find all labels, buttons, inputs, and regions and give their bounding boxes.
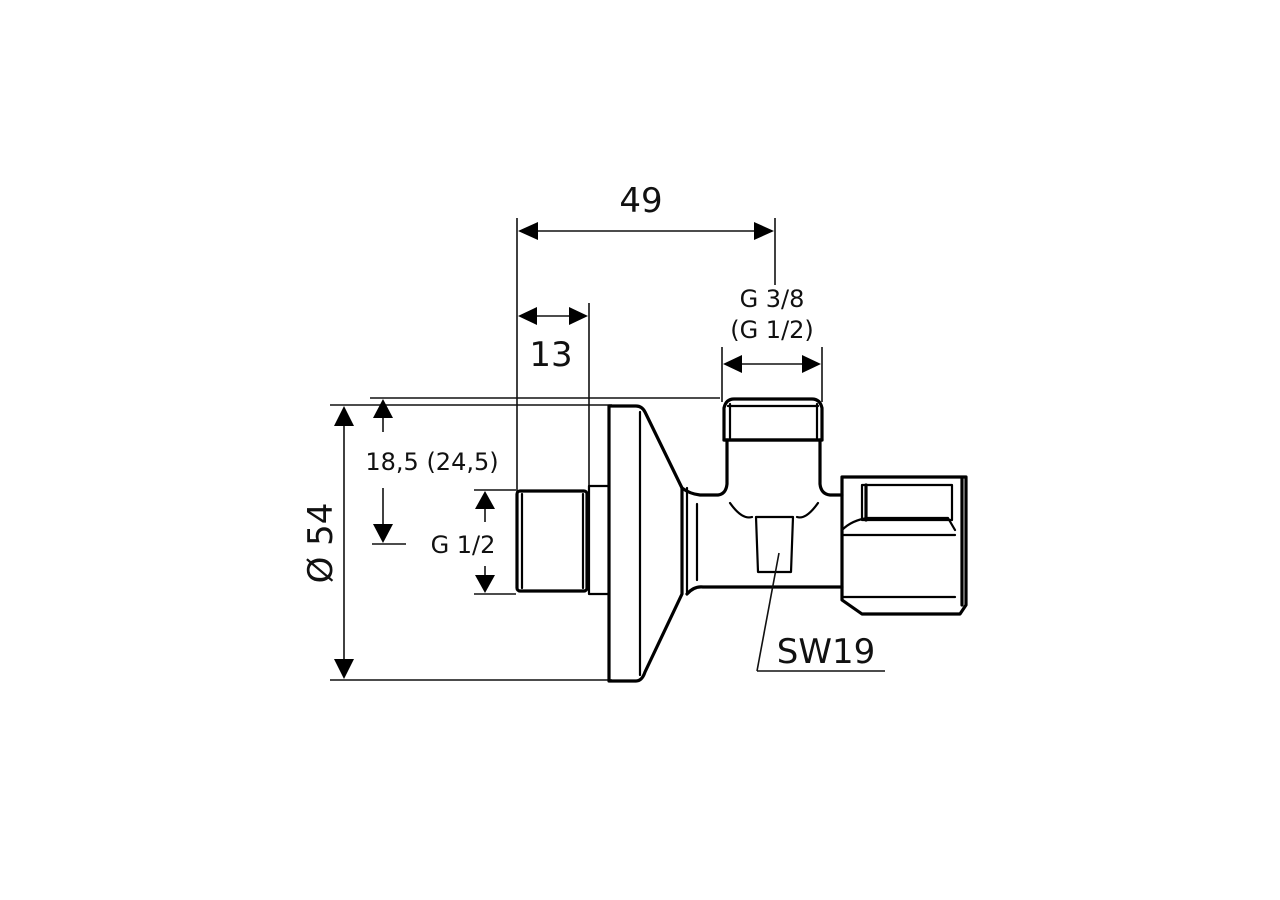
arrowhead-right-icon (802, 355, 821, 373)
arrowhead-right-icon (754, 222, 774, 240)
inlet-thread-stub (515, 484, 611, 596)
rosette-flange (607, 404, 689, 683)
dim-label-g38: G 3/8 (740, 285, 805, 313)
outlet-thread-top (722, 397, 824, 442)
dimension-overall-length: 49 (516, 181, 776, 590)
dimension-offset-height: 18,5 (24,5) (365, 397, 720, 545)
arrowhead-left-icon (723, 355, 742, 373)
dim-label-49: 49 (619, 181, 662, 221)
dim-label-diameter-54: Ø 54 (301, 503, 341, 584)
arrowhead-up-icon (373, 399, 393, 418)
arrowhead-down-icon (334, 659, 354, 679)
dim-label-g12-alt: (G 1/2) (730, 316, 814, 344)
arrowhead-up-icon (475, 491, 495, 509)
arrowhead-left-icon (518, 222, 538, 240)
arrowhead-up-icon (334, 406, 354, 426)
arrowhead-down-icon (475, 575, 495, 593)
handle-cap[interactable] (840, 475, 968, 616)
valve-center-body (680, 438, 844, 596)
wrench-size-callout: SW19 (756, 552, 885, 672)
dim-label-sw19: SW19 (777, 632, 875, 672)
dimension-inlet-length: 13 (518, 303, 590, 488)
dim-label-g12-inlet: G 1/2 (431, 531, 496, 559)
arrowhead-down-icon (373, 524, 393, 543)
dim-label-18-5: 18,5 (24,5) (365, 448, 498, 476)
arrowhead-right-icon (569, 307, 588, 325)
valve-body (515, 397, 968, 683)
dimension-rosette-diameter: Ø 54 (301, 404, 612, 681)
dimension-inlet-thread: G 1/2 (431, 489, 516, 595)
dimension-outlet-thread: G 3/8 (G 1/2) (721, 285, 823, 402)
arrowhead-left-icon (518, 307, 537, 325)
dim-label-13: 13 (529, 335, 572, 375)
